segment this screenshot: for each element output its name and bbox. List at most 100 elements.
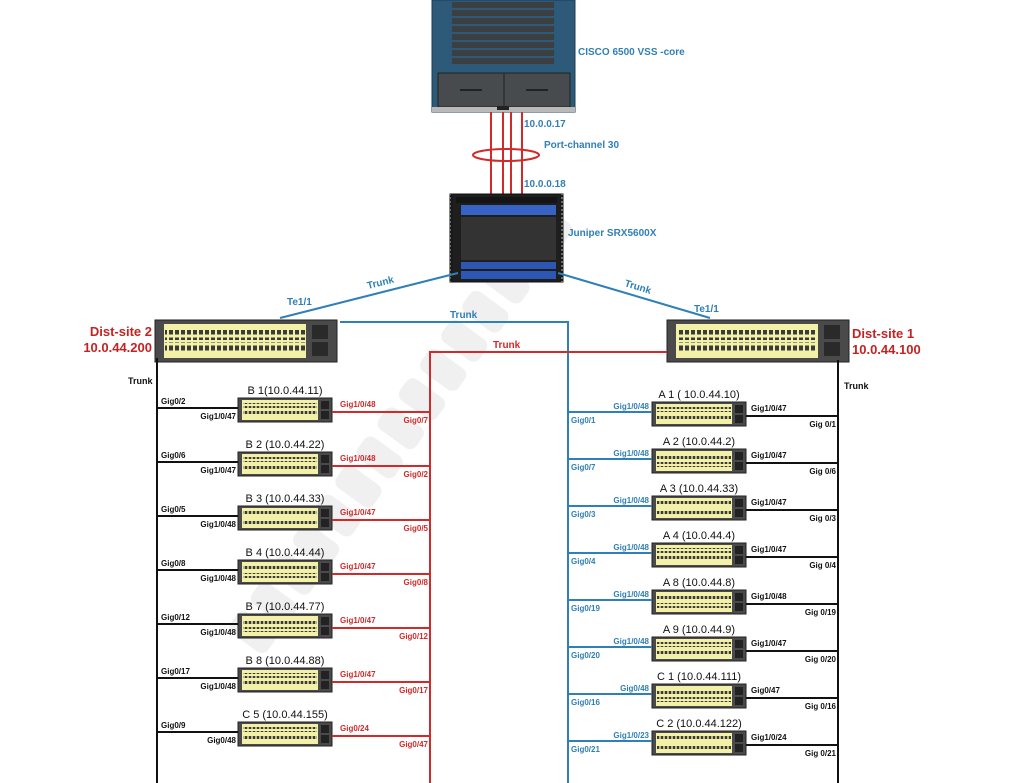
port-local-black: Gig1/0/48 — [751, 592, 787, 601]
port-row-top — [657, 548, 731, 553]
dist1-ip: 10.0.44.100 — [852, 342, 921, 357]
port-row-bottom — [165, 342, 305, 352]
access-switch-left: B 3 (10.0.44.33)Gig0/5Gig1/0/48Gig1/0/47… — [157, 493, 430, 533]
port-dist: Gig 0/3 — [809, 514, 836, 523]
dist-switch-2 — [154, 319, 338, 363]
port-row-top — [165, 330, 305, 340]
port-local-blue: Gig1/0/48 — [613, 496, 649, 505]
port-row-top — [657, 736, 731, 741]
port-remote-blue: Gig0/4 — [571, 557, 596, 566]
port-local-black: Gig1/0/47 — [751, 639, 787, 648]
port-remote-blue: Gig0/16 — [571, 698, 600, 707]
port-row-top — [657, 642, 731, 647]
port-local-blue: Gig1/0/48 — [613, 590, 649, 599]
port-row-top — [243, 565, 317, 570]
port-local-red: Gig1/0/47 — [340, 670, 376, 679]
uplink-port — [321, 519, 329, 527]
uplink-port — [321, 401, 329, 409]
port-dist: Gig 0/6 — [809, 467, 836, 476]
port-row-top — [657, 407, 731, 412]
port-row-top — [657, 454, 731, 459]
switch-title: A 1 ( 10.0.44.10) — [658, 389, 739, 401]
dist1-te-port: Te1/1 — [694, 304, 719, 315]
switch-title: A 2 (10.0.44.2) — [663, 436, 735, 448]
port-row-top — [243, 403, 317, 408]
port-local-red: Gig1/0/47 — [340, 616, 376, 625]
port-local-blue: Gig0/48 — [620, 684, 649, 693]
uplink-port — [735, 697, 743, 705]
port-row-top — [657, 595, 731, 600]
port-row-bottom — [243, 627, 317, 632]
switch-title: A 8 (10.0.44.8) — [663, 577, 735, 589]
port-local-black: Gig1/0/48 — [200, 682, 236, 691]
access-switch-left: C 5 (10.0.44.155)Gig0/9Gig0/48Gig0/24Gig… — [157, 709, 430, 749]
uplink-port — [735, 734, 743, 742]
uplink-port — [735, 509, 743, 517]
core-line-cards — [452, 2, 554, 64]
uplink-port — [321, 455, 329, 463]
port-local-red: Gig0/24 — [340, 724, 369, 733]
port-row-bottom — [243, 519, 317, 524]
port-remote-blue: Gig0/20 — [571, 651, 600, 660]
port-row-top — [243, 673, 317, 678]
uplink-dist1 — [557, 272, 711, 319]
blue-trunk-label: Trunk — [450, 310, 478, 321]
uplink-port — [735, 593, 743, 601]
port-local-black: Gig1/0/47 — [751, 498, 787, 507]
port-local-black: Gig0/47 — [751, 686, 780, 695]
uplink-port — [321, 627, 329, 635]
switch-title: B 1(10.0.44.11) — [247, 385, 322, 397]
port-dist: Gig 0/16 — [805, 702, 837, 711]
switch-title: B 8 (10.0.44.88) — [246, 655, 325, 667]
port-remote-blue: Gig0/19 — [571, 604, 600, 613]
uplink-port — [735, 744, 743, 752]
port-remote-red: Gig0/8 — [404, 578, 429, 587]
port-remote-red: Gig0/5 — [404, 524, 429, 533]
red-trunk-cross — [429, 351, 667, 783]
port-local-blue: Gig1/0/48 — [613, 637, 649, 646]
port-local-red: Gig1/0/48 — [340, 400, 376, 409]
port-row-top — [657, 689, 731, 694]
watermark-glyph — [293, 523, 340, 566]
uplink-port — [735, 650, 743, 658]
port-local-black: Gig0/48 — [207, 736, 236, 745]
dist2-te-port: Te1/1 — [287, 297, 312, 308]
port-row-bottom — [657, 697, 731, 702]
switch-title: A 4 (10.0.44.4) — [663, 530, 735, 542]
port-row-bottom — [243, 735, 317, 740]
port-local-red: Gig1/0/47 — [340, 562, 376, 571]
uplink-port — [735, 499, 743, 507]
port-row-bottom — [657, 415, 731, 420]
watermark-glyph — [335, 465, 382, 508]
port-local-red: Gig1/0/47 — [340, 508, 376, 517]
watermark-glyph — [420, 349, 467, 391]
core-ip: 10.0.0.17 — [524, 119, 566, 130]
uplink-port — [321, 671, 329, 679]
port-row-bottom — [657, 744, 731, 749]
red-trunk-label: Trunk — [493, 340, 521, 351]
port-row-bottom — [677, 342, 817, 352]
port-local-blue: Gig1/0/48 — [613, 543, 649, 552]
access-switch-right: A 8 (10.0.44.8) Gig0/19 Gig1/0/48 Gig1/0/48… — [568, 577, 838, 617]
switch-title: B 2 (10.0.44.22) — [246, 439, 325, 451]
uplink-port — [735, 546, 743, 554]
port-row-top — [677, 330, 817, 340]
port-remote-red: Gig0/2 — [404, 470, 429, 479]
core-label: CISCO 6500 VSS -core — [578, 47, 685, 58]
port-row-bottom — [243, 411, 317, 416]
port-channel-bundle-icon — [472, 148, 540, 162]
uplink-port — [321, 411, 329, 419]
port-local-black: Gig1/0/47 — [751, 545, 787, 554]
access-switch-left: B 8 (10.0.44.88)Gig0/17Gig1/0/48Gig1/0/4… — [157, 655, 430, 695]
port-remote-blue: Gig0/7 — [571, 463, 596, 472]
uplink-port — [321, 681, 329, 689]
uplink-port — [321, 617, 329, 625]
watermark-glyph — [250, 582, 297, 624]
port-row-top — [243, 727, 317, 732]
